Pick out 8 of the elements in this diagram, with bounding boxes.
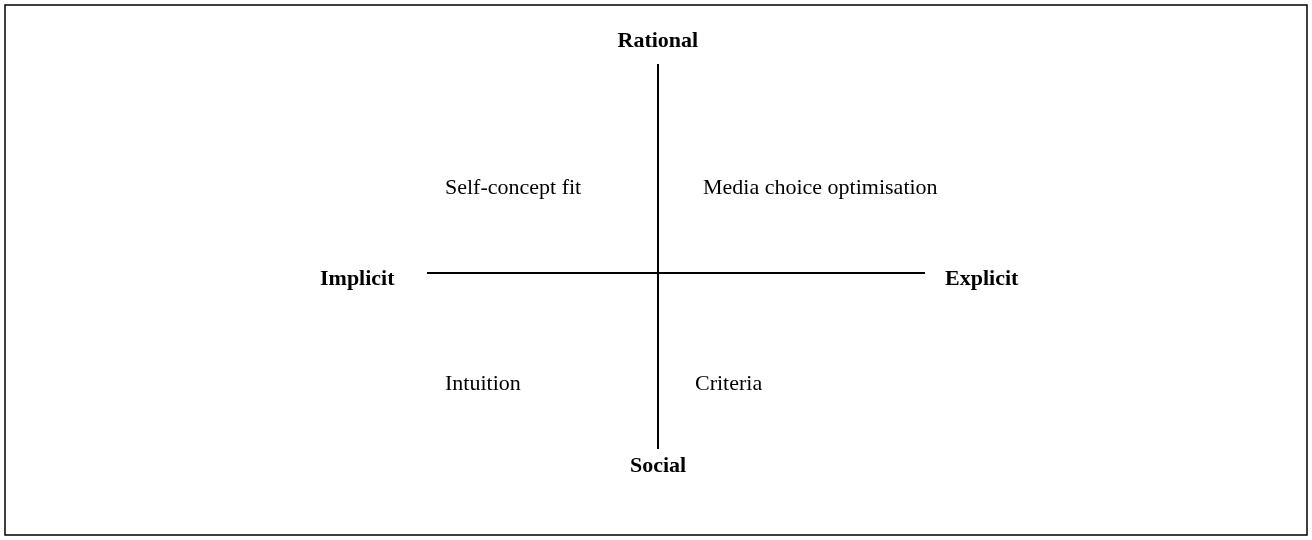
axis-label: Rational [617,27,699,53]
axis-label: Explicit [945,265,1019,291]
quadrant-label: Media choice optimisation [703,174,938,200]
quadrant-label: Self-concept fit [445,174,582,200]
axis-label: Social [630,452,687,478]
quadrant-label: Criteria [695,370,763,396]
quadrant-label: Intuition [445,370,521,396]
axis-label: Implicit [320,265,395,291]
